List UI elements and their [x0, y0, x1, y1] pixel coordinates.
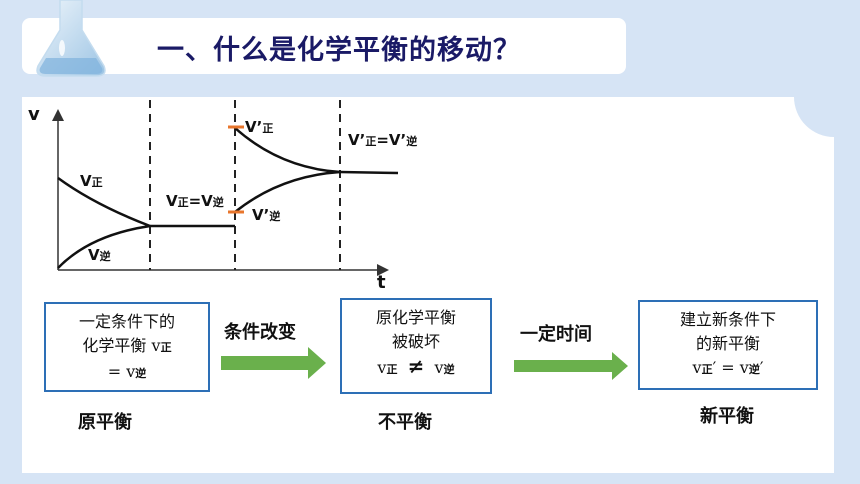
- disrupted-equilibrium-label: 不平衡: [378, 412, 432, 433]
- original-equilibrium-label: 原平衡: [78, 412, 132, 433]
- new-equilibrium-line: [339, 170, 399, 175]
- new-equilibrium-label: V’正=V’逆: [348, 131, 418, 149]
- x-axis-label: t: [377, 272, 386, 293]
- v-forward-prime-curve: [234, 127, 341, 174]
- new-equilibrium-name-label: 新平衡: [700, 406, 754, 427]
- v-reverse-label: V逆: [88, 246, 111, 264]
- arrow-condition-change: [221, 347, 326, 379]
- v-forward-curve: [57, 176, 151, 228]
- v-reverse-prime-curve: [234, 170, 341, 213]
- page-title: 一、什么是化学平衡的移动？: [157, 35, 521, 66]
- content-panel: [22, 97, 834, 473]
- flask-icon: [36, 0, 106, 77]
- time-passes-label: 一定时间: [520, 324, 592, 345]
- disrupted-equilibrium-box: 原化学平衡 被破坏 v正 ≠ v逆: [340, 298, 492, 394]
- v-reverse-curve: [57, 224, 151, 269]
- equilibrium-label: V正=V逆: [166, 192, 224, 210]
- original-equilibrium-box: 一定条件下的 化学平衡 v正 = v逆: [44, 302, 210, 392]
- new-equilibrium-box: 建立新条件下 的新平衡 v正′ = v逆′: [638, 300, 818, 390]
- title-bar: [22, 18, 626, 74]
- y-axis-label: v: [28, 104, 40, 125]
- arrow-time-passes: [514, 352, 628, 380]
- condition-change-label: 条件改变: [224, 322, 296, 343]
- v-forward-prime-label: V’正: [245, 118, 274, 136]
- v-reverse-prime-label: V’逆: [252, 206, 281, 224]
- v-forward-label: V正: [80, 172, 103, 190]
